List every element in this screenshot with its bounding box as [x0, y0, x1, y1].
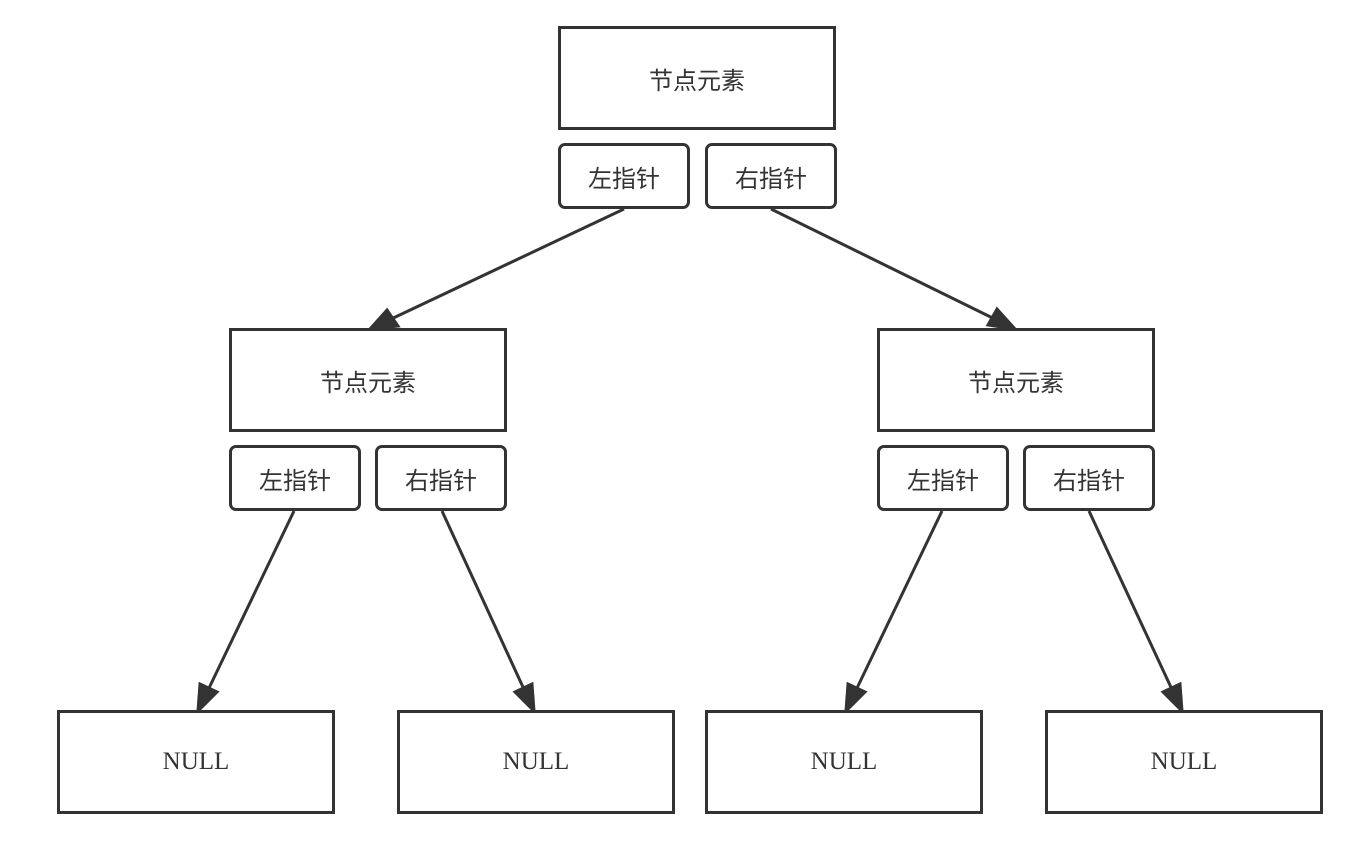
- right-child-node-element: 节点元素: [877, 328, 1155, 432]
- edge-right-right: [1087, 510, 1184, 712]
- null-leaf-1: NULL: [57, 710, 335, 814]
- right-child-left-pointer: 左指针: [877, 445, 1009, 511]
- null-leaf-3: NULL: [705, 710, 983, 814]
- root-right-pointer: 右指针: [705, 143, 837, 209]
- edge-left-left: [196, 510, 296, 712]
- root-left-pointer-label: 左指针: [588, 164, 660, 193]
- root-left-pointer: 左指针: [558, 143, 690, 209]
- edge-left-right: [440, 510, 536, 712]
- null-leaf-label: NULL: [502, 748, 570, 775]
- right-child-left-pointer-label: 左指针: [907, 466, 979, 495]
- null-leaf-2: NULL: [397, 710, 675, 814]
- right-child-node-element-label: 节点元素: [968, 368, 1064, 397]
- null-leaf-label: NULL: [1150, 748, 1218, 775]
- null-leaf-label: NULL: [162, 748, 230, 775]
- left-child-right-pointer-label: 右指针: [405, 466, 477, 495]
- edge-right-left: [844, 510, 944, 712]
- arrowhead-left-left: [196, 681, 220, 715]
- arrowhead-left-right: [512, 681, 536, 715]
- root-node-element-label: 节点元素: [649, 66, 745, 95]
- left-child-right-pointer: 右指针: [375, 445, 507, 511]
- left-child-left-pointer: 左指针: [229, 445, 361, 511]
- arrowhead-root-left: [366, 307, 401, 331]
- arrowhead-right-right: [1160, 681, 1184, 715]
- left-child-node-element-label: 节点元素: [320, 368, 416, 397]
- right-child-right-pointer-label: 右指针: [1053, 466, 1125, 495]
- left-child-left-pointer-label: 左指针: [259, 466, 331, 495]
- null-leaf-label: NULL: [810, 748, 878, 775]
- edge-root-left: [369, 207, 625, 331]
- arrowhead-right-left: [844, 681, 868, 715]
- right-child-right-pointer: 右指针: [1023, 445, 1155, 511]
- root-node-element: 节点元素: [558, 26, 836, 130]
- left-child-node-element: 节点元素: [229, 328, 507, 432]
- root-right-pointer-label: 右指针: [735, 164, 807, 193]
- edge-root-right: [770, 207, 1016, 331]
- arrowhead-root-right: [985, 306, 1019, 332]
- null-leaf-4: NULL: [1045, 710, 1323, 814]
